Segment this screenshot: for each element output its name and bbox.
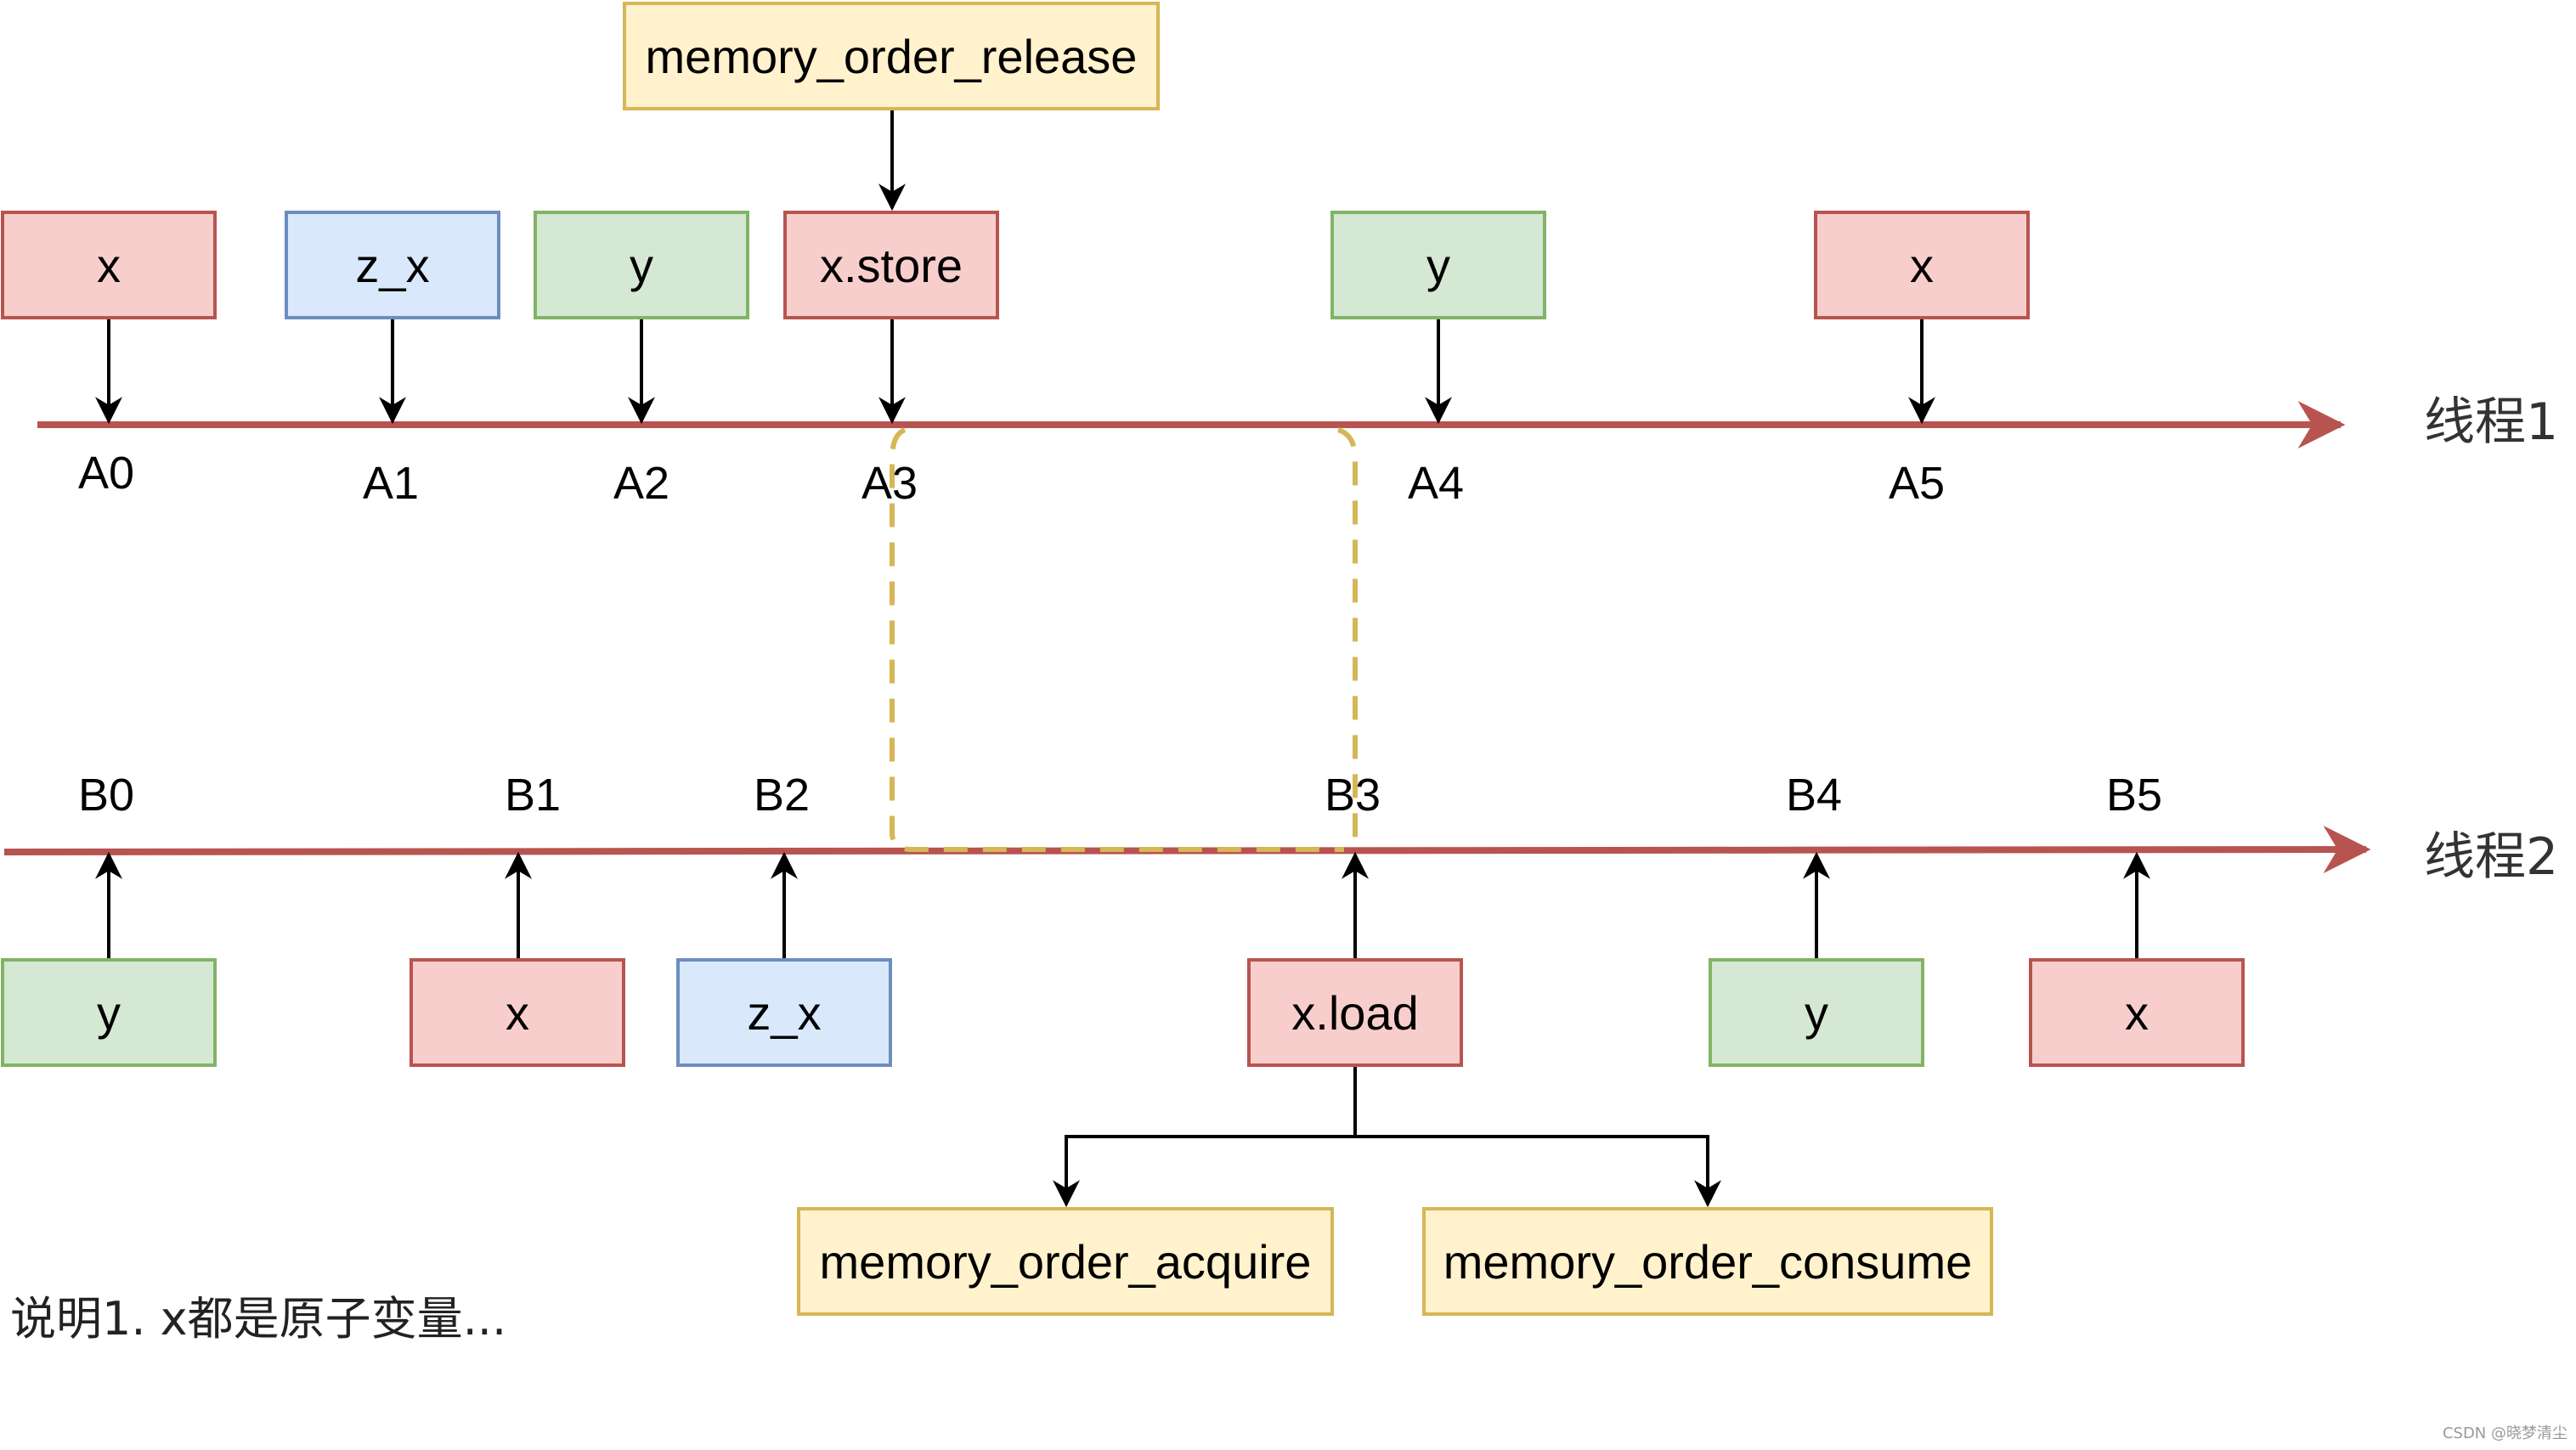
point-label-a5: A5: [1888, 458, 1946, 509]
point-label-b4: B4: [1785, 770, 1843, 821]
thread1-label: 线程1: [2424, 392, 2559, 452]
thread2-box-b0: y: [1, 958, 217, 1067]
thread1-box-a4: y: [1330, 211, 1546, 319]
acquire-box: memory_order_acquire: [797, 1207, 1334, 1316]
thread1-box-a1: z_x: [285, 211, 500, 319]
thread1-box-a3: x.store: [783, 211, 999, 319]
arrow-consume: [1355, 1135, 1721, 1208]
point-label-b1: B1: [504, 770, 562, 821]
point-label-b3: B3: [1324, 770, 1381, 821]
thread2-box-b1: x: [410, 958, 625, 1067]
consume-box: memory_order_consume: [1422, 1207, 1993, 1316]
point-label-a2: A2: [613, 458, 670, 509]
point-label-b0: B0: [77, 770, 135, 821]
thread1-box-a2: y: [534, 211, 749, 319]
point-label-a3: A3: [861, 458, 918, 509]
thread2-box-b3: x.load: [1247, 958, 1463, 1067]
thread2-box-b2: z_x: [676, 958, 892, 1067]
point-label-a0: A0: [77, 448, 135, 499]
sync-acquire-edge: [1336, 427, 1358, 849]
thread2-label: 线程2: [2424, 827, 2559, 887]
point-label-a1: A1: [362, 458, 420, 509]
point-label-b2: B2: [753, 770, 811, 821]
footnote: 说明1. x都是原子变量...: [10, 1292, 507, 1346]
arrow-acquire: [1053, 1067, 1357, 1208]
thread2-box-b5: x: [2029, 958, 2245, 1067]
sync-release-edge: [890, 427, 1344, 852]
release-box: memory_order_release: [623, 2, 1160, 110]
watermark: CSDN @晓梦清尘: [2442, 1425, 2568, 1442]
point-label-a4: A4: [1407, 458, 1465, 509]
thread1-box-a5: x: [1814, 211, 2030, 319]
thread1-box-a0: x: [1, 211, 217, 319]
thread2-box-b4: y: [1709, 958, 1924, 1067]
point-label-b5: B5: [2105, 770, 2163, 821]
